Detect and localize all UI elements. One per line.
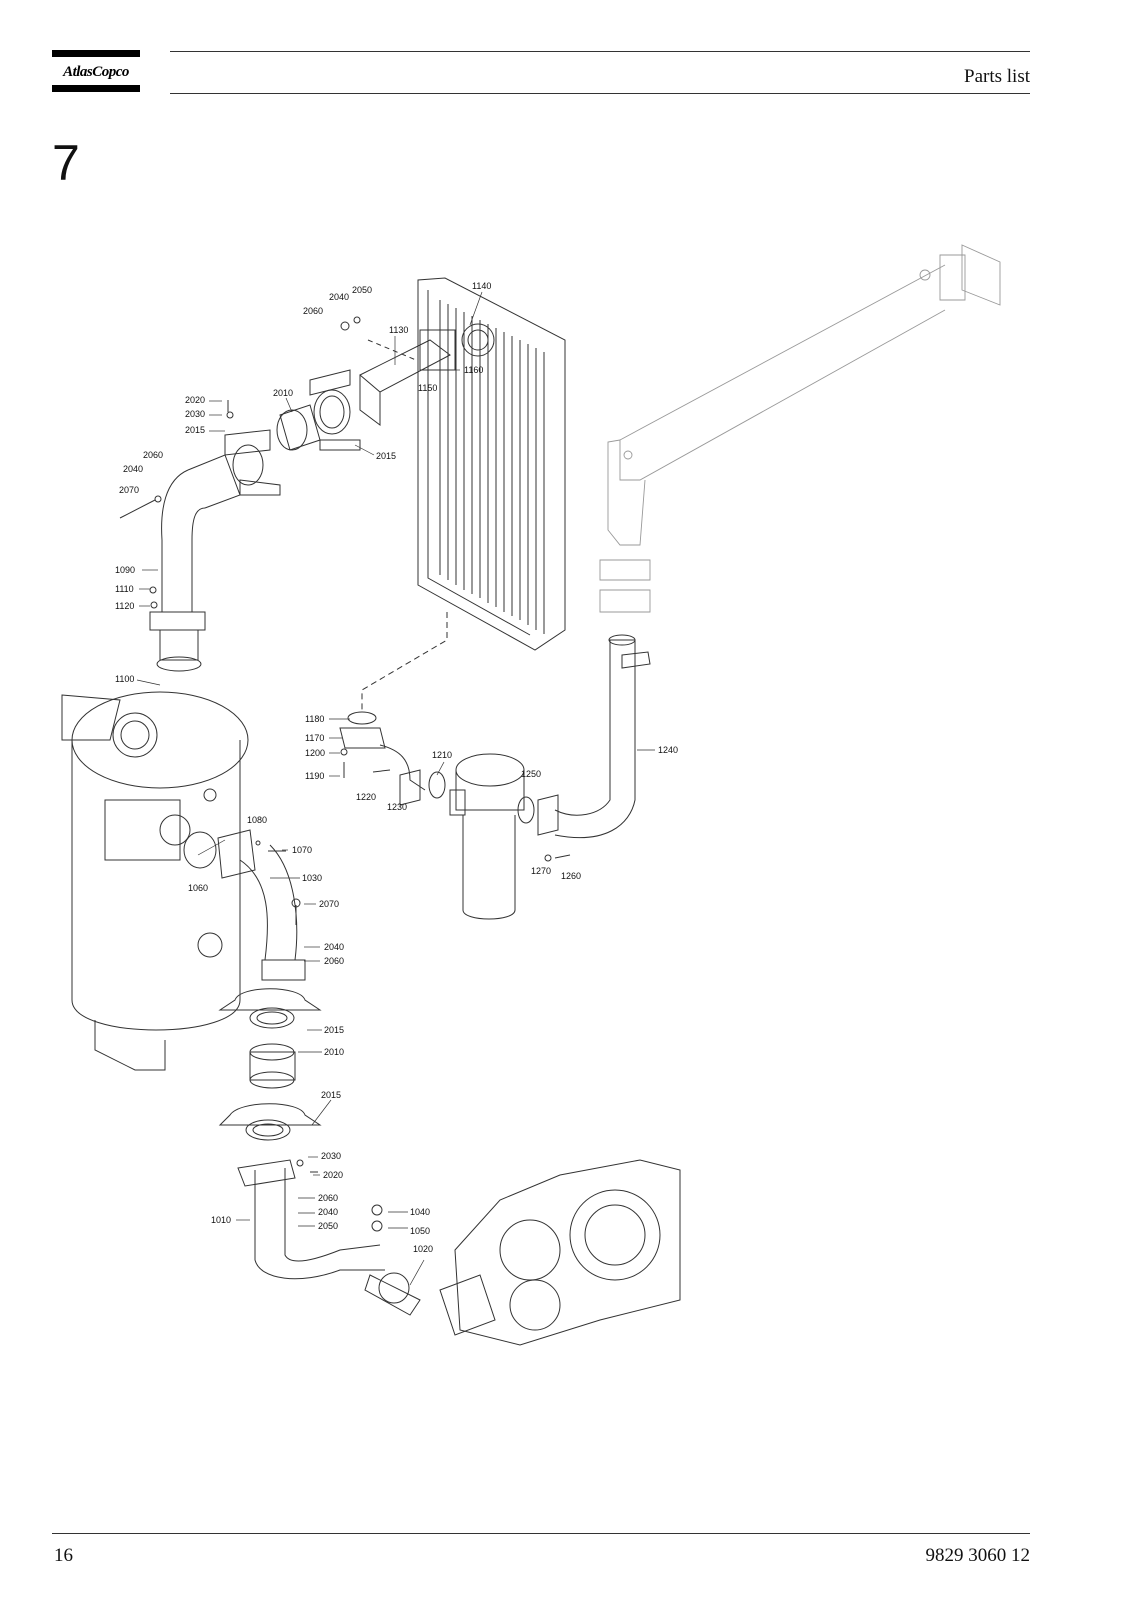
pipe-1030 (183, 829, 306, 981)
part-label: 2040 (318, 1207, 338, 1217)
part-labels: 1140 2050 2040 2060 1130 1160 1150 2020 … (115, 281, 678, 1254)
part-label: 1120 (115, 601, 134, 611)
part-label: 1180 (305, 714, 324, 724)
part-label: 1050 (410, 1226, 430, 1236)
part-label: 1270 (531, 866, 551, 876)
part-label: 1090 (115, 565, 135, 575)
part-label: 1070 (292, 845, 312, 855)
atlas-copco-logo: AtlasCopco (52, 50, 140, 94)
part-label: 1100 (115, 674, 134, 684)
document-number: 9829 3060 12 (925, 1545, 1031, 1566)
part-label: 2030 (321, 1151, 341, 1161)
cooler-duct (599, 244, 1001, 613)
elbow-1090 (149, 429, 281, 672)
dashed-leader-top (367, 339, 417, 361)
filter-assembly (339, 634, 651, 920)
footer-rule (52, 1533, 1030, 1534)
part-label: 1230 (387, 802, 407, 812)
part-label: 2010 (324, 1047, 344, 1057)
page-number: 16 (54, 1545, 73, 1566)
part-label: 1160 (464, 365, 483, 375)
pipe-1010 (237, 1159, 421, 1316)
logo-text: AtlasCopco (63, 64, 129, 80)
page-title: Parts list (964, 66, 1030, 87)
lower-clamp-stack (218, 988, 322, 1141)
logo-bottom-bar (52, 85, 140, 92)
part-label: 2050 (318, 1221, 338, 1231)
part-label: 2060 (324, 956, 344, 966)
part-label: 1170 (305, 733, 324, 743)
part-label: 1260 (561, 871, 581, 881)
part-label: 1150 (418, 383, 437, 393)
part-label: 1030 (302, 873, 322, 883)
part-label: 2060 (303, 306, 323, 316)
part-label: 2015 (376, 451, 396, 461)
part-label: 2020 (185, 395, 205, 405)
part-label: 2040 (123, 464, 143, 474)
part-label: 1020 (413, 1244, 433, 1254)
part-label: 2050 (352, 285, 372, 295)
separator-vessel (61, 691, 249, 1071)
part-label: 2015 (321, 1090, 341, 1100)
leader-lines (136, 291, 655, 1286)
part-label: 1010 (211, 1215, 231, 1225)
part-label: 2010 (273, 388, 293, 398)
section-number: 7 (52, 135, 80, 191)
part-label: 1240 (658, 745, 678, 755)
dashed-leader (361, 612, 448, 712)
part-label: 1250 (521, 769, 541, 779)
part-label: 2040 (324, 942, 344, 952)
part-label: 1220 (356, 792, 376, 802)
part-label: 1130 (389, 325, 408, 335)
part-label: 1210 (432, 750, 452, 760)
part-label: 1060 (188, 883, 208, 893)
part-label: 2070 (319, 899, 339, 909)
fasteners (119, 316, 571, 1232)
part-label: 1190 (305, 771, 324, 781)
logo-top-bar (52, 50, 140, 57)
part-label: 2015 (324, 1025, 344, 1035)
compressor-element (439, 1159, 681, 1346)
part-label: 1040 (410, 1207, 430, 1217)
part-label: 2070 (119, 485, 139, 495)
part-label: 2030 (185, 409, 205, 419)
header-bottom-rule (170, 93, 1030, 94)
part-label: 2040 (329, 292, 349, 302)
part-label: 1140 (472, 281, 491, 291)
part-label: 1080 (247, 815, 267, 825)
radiator (417, 277, 566, 651)
part-label: 2015 (185, 425, 205, 435)
part-label: 2060 (318, 1193, 338, 1203)
part-label: 1110 (115, 584, 134, 594)
part-label: 2020 (323, 1170, 343, 1180)
part-label: 1200 (305, 748, 325, 758)
header-top-rule (170, 51, 1030, 52)
part-label: 2060 (143, 450, 163, 460)
